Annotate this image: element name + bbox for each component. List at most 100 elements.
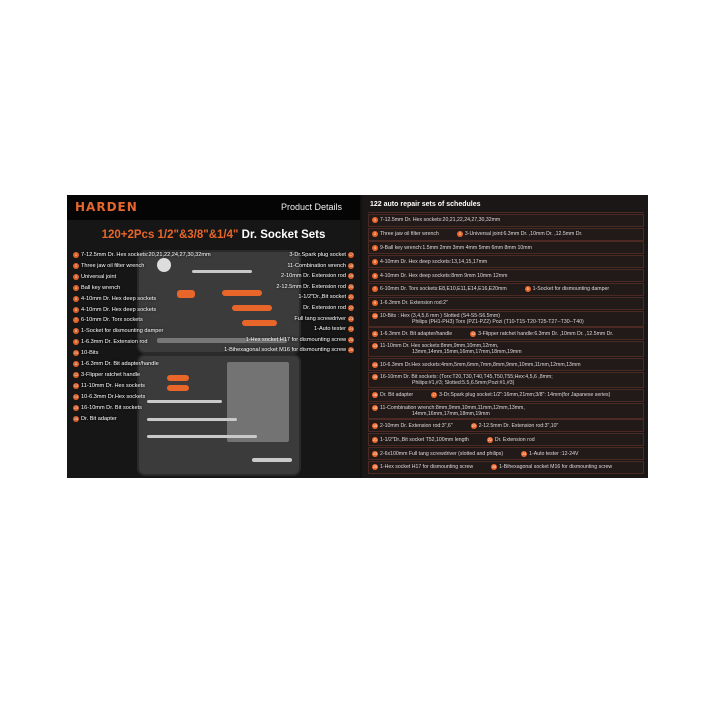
callout-text: 2-10mm Dr. Extension rod [281, 273, 346, 280]
schedule-title: 122 auto repair sets of schedules [368, 198, 644, 213]
number-badge: 8 [73, 328, 79, 335]
schedule-item-continued: Philips:#1,#3; Slotted:5.5,6.5mm;Pozi:#1… [412, 379, 515, 386]
combination-wrenches [227, 362, 289, 442]
number-badge: 21 [348, 294, 354, 301]
number-badge: 1 [372, 217, 378, 224]
number-badge: 4 [73, 284, 79, 291]
callout-text: 1-6.3mm Dr. Bit adapter/handle [81, 361, 159, 367]
number-badge: 3 [456, 231, 463, 238]
schedule-item: 10-Bits : Hex (3,4,5,6 mm ) Slotted (S4-… [380, 312, 500, 319]
schedule-item: 3-Dr.Spark plug socket:1/2":16mm,21mm;3/… [439, 392, 611, 399]
number-badge: 22 [486, 436, 493, 443]
bit-socket [252, 458, 292, 462]
number-badge: 12 [73, 371, 79, 378]
number-badge: 2 [73, 262, 79, 269]
number-badge: 11 [73, 361, 79, 367]
number-badge: 9 [372, 300, 378, 307]
number-badge: 10 [73, 350, 79, 357]
number-badge: 7 [73, 317, 79, 324]
number-badge: 17 [348, 252, 354, 258]
extension-rod [192, 270, 252, 273]
number-badge: 13 [73, 382, 79, 389]
callout-text: 4-10mm Dr. Hex deep sockets [81, 295, 157, 302]
schedule-item: Dr. Extension rod [494, 436, 535, 443]
number-badge: 20 [470, 422, 477, 429]
number-badge: 18 [348, 262, 354, 269]
number-badge: 14 [73, 393, 79, 400]
number-badge: 16 [372, 392, 378, 399]
product-title: 120+2Pcs 1/2"&3/8"&1/4" Dr. Socket Sets [101, 229, 326, 241]
number-badge: 16 [73, 415, 79, 422]
schedule-item: 11-Combination wrench:8mm,9mm,10mm,11mm,… [380, 404, 525, 411]
number-badge: 15 [372, 373, 378, 380]
number-badge: 26 [491, 464, 498, 471]
screwdriver [167, 375, 189, 381]
schedule-item: 2-12.5mm Dr. Extension rod:3",10" [478, 422, 559, 429]
number-badge: 17 [431, 392, 438, 399]
callout-text: 7-12.5mm Dr. Hex sockets:20,21,22,24,27,… [81, 252, 211, 258]
extension-rod [147, 418, 237, 421]
number-badge: 20 [348, 283, 354, 290]
schedule-item: 1-Socket for dismounting damper [532, 286, 610, 293]
number-badge: 25 [372, 464, 378, 471]
number-badge: 2 [372, 231, 378, 238]
tool-case-illustration [137, 250, 302, 476]
extension-rod [147, 400, 222, 403]
number-badge: 19 [372, 422, 378, 429]
callout-text: Universal joint [81, 273, 117, 280]
schedule-item: 1-Auto tester :12-24V [529, 450, 579, 457]
number-badge: 5 [372, 258, 378, 265]
schedule-item-continued: 14mm,16mm,17mm,18mm,19mm [412, 410, 490, 417]
ball-key-wrench [177, 290, 195, 298]
ratchet-handle [222, 290, 262, 296]
number-badge: 19 [348, 273, 354, 280]
callout-text: 3-Flipper ratchet handle [81, 371, 141, 378]
number-badge: 11 [372, 330, 378, 337]
number-badge: 4 [372, 244, 378, 251]
number-badge: 22 [348, 305, 354, 311]
callout-text: 1-1/2"Dr.,Bit socket [298, 294, 346, 301]
callout-text: Dr. Bit adapter [81, 415, 117, 422]
number-badge: 15 [73, 404, 79, 411]
callout-text: 4-10mm Dr. Hex deep sockets [81, 306, 157, 313]
callout-text: 1-Auto tester [313, 326, 346, 333]
number-badge: 10 [372, 312, 378, 319]
schedule-item: Three jaw oil filter wrench [380, 231, 439, 238]
schedule-item: 2-10mm Dr. Extension rod:3",6" [380, 422, 453, 429]
schedule-item: 9-Ball key wrench:1.5mm 2mm 3mm 4mm 5mm … [380, 244, 532, 251]
schedule-item: 4-10mm Dr. Hex deep sockets:8mm 9mm 10mm… [380, 272, 508, 279]
number-badge: 12 [470, 330, 477, 337]
schedule-item-continued: 13mm,14mm,15mm,16mm,17mm,18mm,19mm [412, 349, 522, 356]
callout-text: 16-10mm Dr. Bit sockets [81, 404, 142, 411]
ratchet-handle [242, 320, 277, 326]
number-badge: 25 [348, 336, 354, 343]
callout-text: 1-Hex socket H17 for dismounting screw [245, 336, 346, 343]
